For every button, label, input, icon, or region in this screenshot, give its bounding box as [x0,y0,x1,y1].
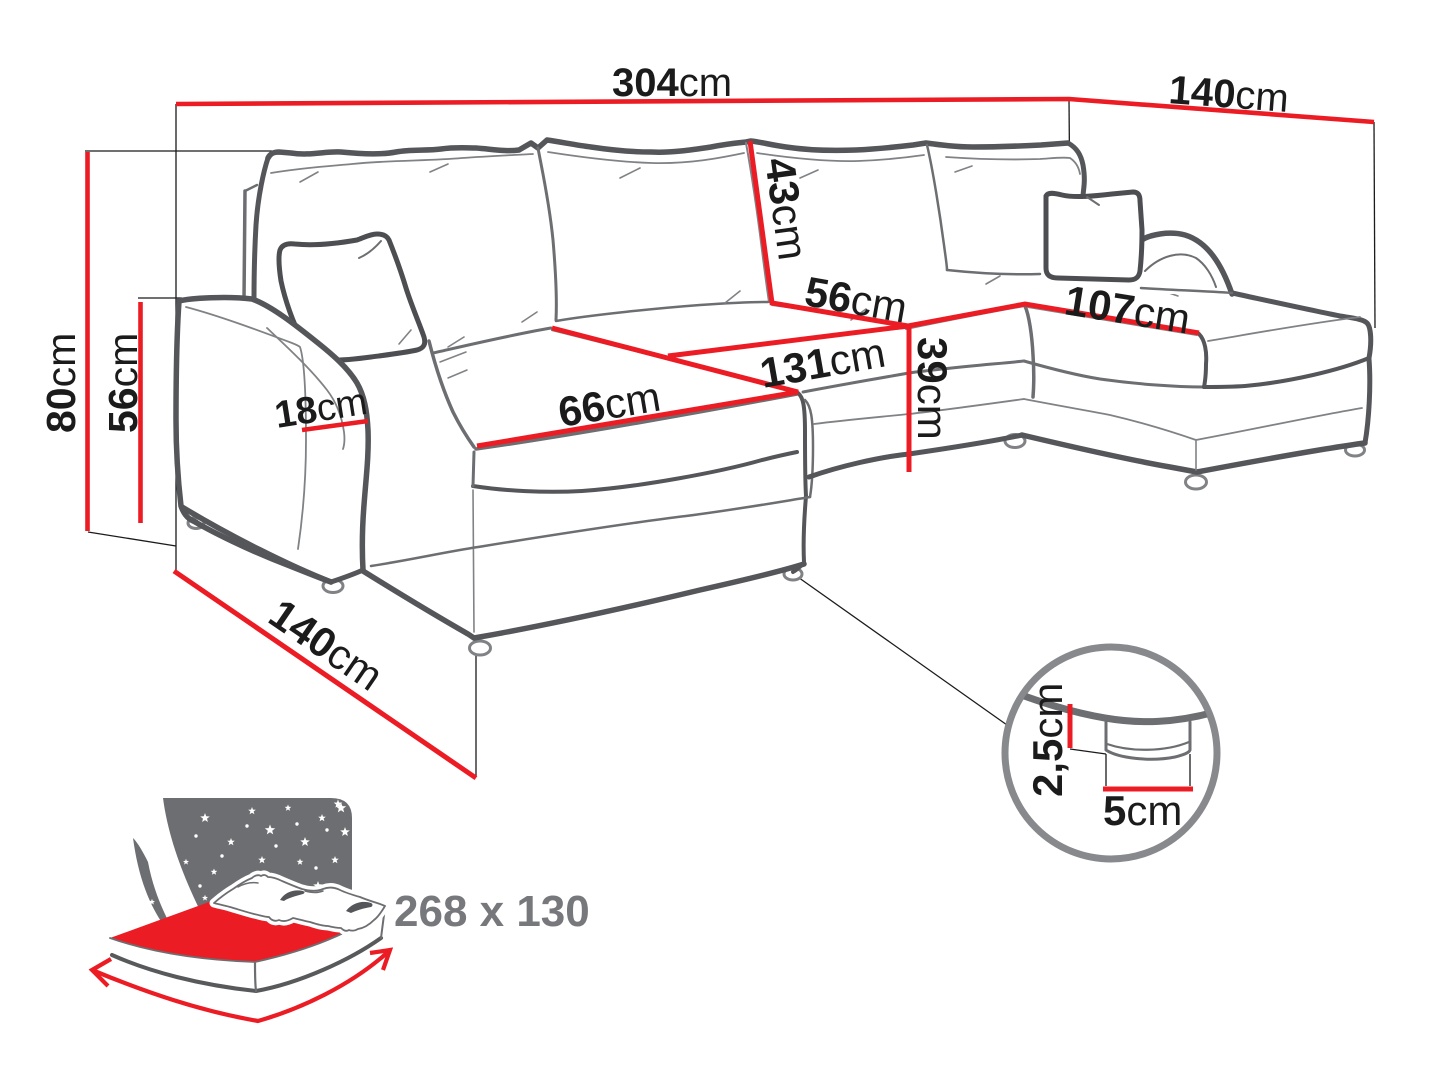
svg-text:304cm: 304cm [612,61,732,105]
svg-text:56cm: 56cm [100,333,146,433]
svg-text:2,5cm: 2,5cm [1024,683,1071,797]
svg-text:18cm: 18cm [272,381,370,437]
svg-text:5cm: 5cm [1103,787,1182,834]
svg-text:66cm: 66cm [555,373,664,436]
svg-text:107cm: 107cm [1062,276,1194,342]
svg-text:80cm: 80cm [38,333,84,433]
svg-text:140cm: 140cm [1167,68,1290,121]
svg-text:39cm: 39cm [909,337,956,440]
svg-text:268 x 130: 268 x 130 [394,887,590,936]
svg-text:56cm: 56cm [801,268,910,332]
svg-text:43cm: 43cm [756,155,817,263]
